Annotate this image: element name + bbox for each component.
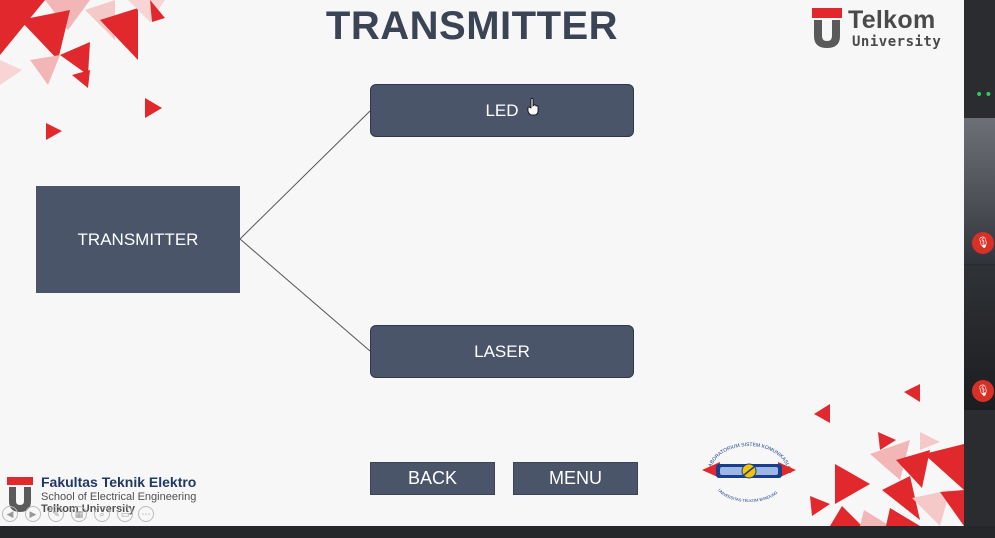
telkom-logo-name: Telkom — [848, 6, 936, 34]
connector-to-laser — [239, 238, 371, 352]
menu-button-label: MENU — [549, 468, 602, 488]
lab-logo-bottom-text: UNIVERSITAS TELKOM BANDUNG — [717, 488, 778, 503]
see-all-slides-icon[interactable]: ▦ — [71, 506, 87, 522]
fte-university: Telkom University — [41, 503, 135, 515]
telkom-logo-sub: University — [852, 34, 942, 50]
laser-button[interactable]: LASER — [370, 325, 634, 378]
mic-off-icon: 🎙 — [972, 232, 994, 254]
zoom-icon[interactable]: ⌕ — [94, 506, 110, 522]
transmitter-box-label: TRANSMITTER — [77, 229, 199, 249]
svg-text:UNIVERSITAS TELKOM BANDUNG: UNIVERSITAS TELKOM BANDUNG — [717, 488, 778, 503]
presentation-slide: TRANSMITTER Telkom University TRANSMITTE… — [0, 0, 964, 526]
led-button-label: LED — [485, 100, 519, 120]
fte-title: Fakultas Teknik Elektro — [41, 474, 197, 490]
next-slide-icon[interactable]: ▶ — [25, 506, 41, 522]
telkom-small-logo-icon — [7, 477, 33, 512]
back-button[interactable]: BACK — [370, 462, 495, 495]
telkom-logo-icon — [812, 8, 842, 48]
participant-video-tile[interactable]: 🎙 — [964, 266, 995, 410]
laser-button-label: LASER — [474, 341, 530, 361]
decorative-triangles-bottom-right — [810, 384, 964, 526]
back-button-label: BACK — [407, 468, 458, 488]
optical-communication-lab-logo: LABORATORIUM SISTEM KOMUNIKASI OPTIK UNI… — [698, 440, 796, 503]
pen-tool-icon[interactable]: ✎ — [48, 506, 64, 522]
telkom-university-logo: Telkom University — [810, 6, 950, 54]
mic-off-icon: 🎙 — [972, 380, 994, 402]
connector-lines — [239, 110, 371, 352]
led-button[interactable]: LED — [370, 84, 634, 137]
decorative-triangles-top-left — [0, 0, 165, 140]
connector-to-led — [239, 110, 371, 240]
participant-video-tile[interactable]: 🎙 — [964, 118, 995, 264]
bottom-taskbar-strip — [0, 526, 995, 538]
fte-subtitle: School of Electrical Engineering — [41, 491, 197, 503]
slide-title: TRANSMITTER — [325, 4, 619, 48]
subtitles-icon[interactable]: ▭ — [117, 506, 133, 522]
transmitter-box: TRANSMITTER — [36, 186, 240, 293]
previous-slide-icon[interactable]: ◀ — [2, 506, 18, 522]
menu-button[interactable]: MENU — [513, 462, 638, 495]
more-options-icon[interactable]: ⋯ — [138, 506, 154, 522]
hand-cursor-icon — [527, 98, 539, 116]
fakultas-teknik-elektro-logo: Fakultas Teknik Elektro School of Electr… — [6, 474, 236, 520]
more-participants-icon[interactable]: ••• — [975, 87, 995, 103]
